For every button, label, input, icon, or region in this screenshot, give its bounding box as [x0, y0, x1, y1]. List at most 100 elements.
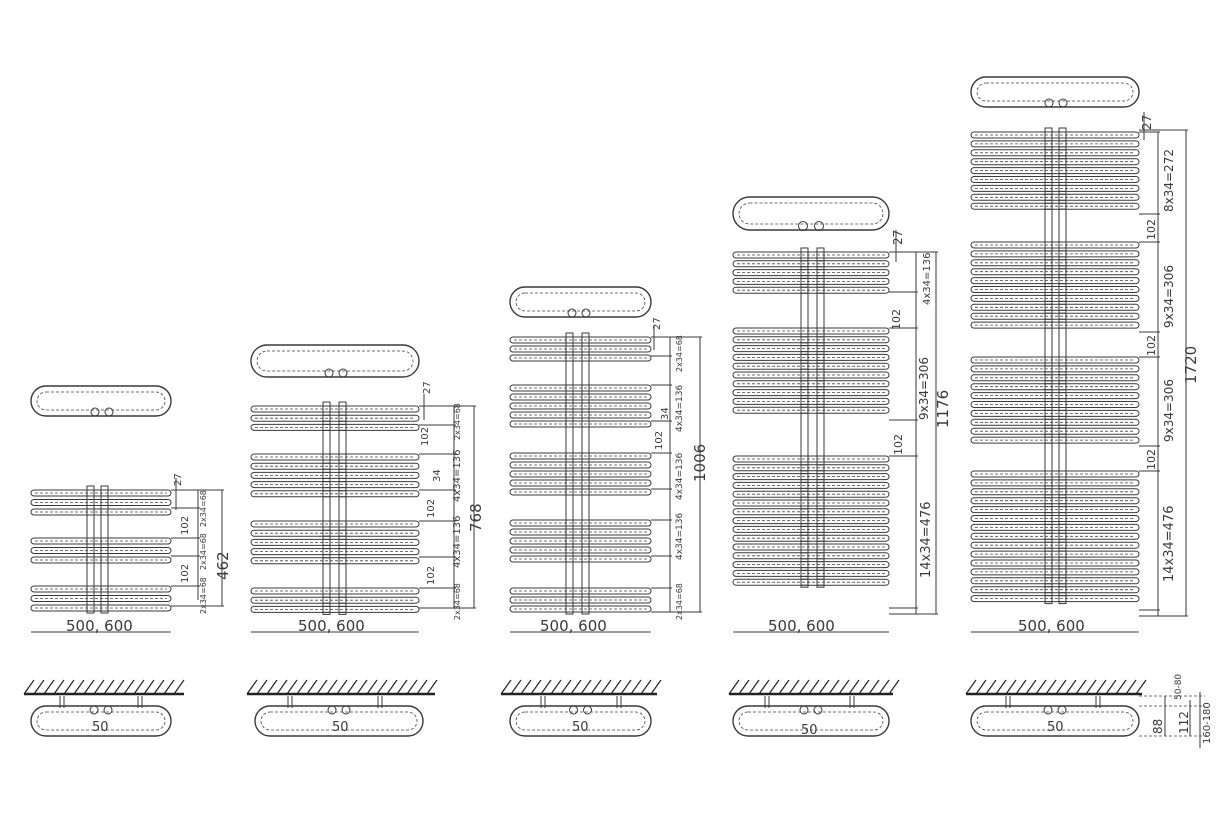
wall-hatch	[868, 679, 880, 695]
wall-hatch	[510, 679, 522, 695]
tube	[970, 559, 1140, 567]
wall-mount-view	[23, 679, 185, 737]
dim-label: 14x34=476	[1162, 506, 1177, 582]
top-view	[509, 286, 652, 318]
wall-hatch	[286, 679, 298, 695]
tube	[970, 131, 1140, 139]
tube	[970, 321, 1140, 329]
wall-hatch	[246, 679, 258, 695]
wall-hatch	[153, 679, 165, 695]
tube	[509, 354, 652, 362]
collector-pipe	[322, 401, 331, 615]
tube	[732, 490, 890, 498]
install-dimensions	[1139, 692, 1205, 748]
tube	[732, 543, 890, 551]
radiator-profile	[509, 705, 652, 737]
radiator-1006: 500, 600 1006 27 2x34=68 4x34=136 34 102…	[509, 286, 709, 635]
wall-hatch	[1045, 679, 1057, 695]
collector-pipe	[338, 401, 347, 615]
tube	[509, 519, 652, 527]
tube	[250, 587, 420, 595]
tube	[732, 561, 890, 569]
wall-hatch	[83, 679, 95, 695]
wall-hatch	[173, 679, 185, 695]
tube	[970, 427, 1140, 435]
wall-hatch	[610, 679, 622, 695]
wall-hatch	[316, 679, 328, 695]
radiator-1176: 500, 600 1176 27 4x34=136 102 9x34=306 1…	[732, 196, 952, 635]
wall-hatch	[590, 679, 602, 695]
height-label: 462	[214, 551, 232, 580]
collector-pipe	[565, 332, 574, 615]
tube	[970, 550, 1140, 558]
dim-label: 102	[180, 516, 191, 535]
dim-label: 2x34=68	[675, 335, 684, 372]
wall-hatch	[580, 679, 592, 695]
dim-label: 9x34=306	[1162, 265, 1176, 328]
wall-hatch	[1005, 679, 1017, 695]
width-label: 500, 600	[540, 617, 607, 635]
tube	[732, 327, 890, 335]
tube	[250, 538, 420, 546]
tube	[509, 470, 652, 478]
collector-pipe	[800, 247, 809, 588]
dim-label: 102	[1145, 219, 1158, 240]
tube	[970, 303, 1140, 311]
tube	[732, 508, 890, 516]
height-label: 1006	[691, 444, 709, 482]
valve-icon	[813, 705, 823, 715]
wall-hatch	[113, 679, 125, 695]
height-label: 1176	[934, 390, 952, 428]
tube	[970, 401, 1140, 408]
tube	[509, 345, 652, 353]
dim-label: 102	[892, 434, 905, 455]
tube	[732, 371, 890, 379]
collector-pipe	[86, 485, 95, 614]
tube	[970, 140, 1140, 148]
tube	[732, 345, 890, 353]
wall-hatch	[336, 679, 348, 695]
dim-label: 2x34=68	[453, 403, 462, 440]
wall-hatch	[975, 679, 987, 695]
tube	[970, 436, 1140, 444]
install-dim-label: 160-180	[1202, 702, 1213, 744]
wall-hatch	[878, 679, 890, 695]
tube	[250, 471, 420, 479]
wall-hatch	[540, 679, 552, 695]
wall-mount-view	[965, 679, 1147, 737]
valve-icon	[581, 308, 591, 318]
tube	[509, 596, 652, 604]
dim-label: 34	[432, 469, 443, 482]
top-view	[250, 344, 420, 378]
wall-hatch	[768, 679, 780, 695]
tube	[509, 384, 652, 392]
tube	[732, 251, 890, 259]
wall-hatch	[620, 679, 632, 695]
wall-hatch	[748, 679, 760, 695]
wall-hatch	[326, 679, 338, 695]
tube	[732, 499, 890, 507]
front-view	[30, 478, 224, 614]
valve-icon	[567, 308, 577, 318]
tube	[509, 587, 652, 595]
wall-hatch	[808, 679, 820, 695]
tube	[250, 596, 420, 604]
tube	[970, 523, 1140, 531]
wall-hatch	[376, 679, 388, 695]
tube	[732, 473, 890, 481]
wall-hatch	[306, 679, 318, 695]
wall-hatch	[560, 679, 572, 695]
tube	[970, 488, 1140, 496]
wall-hatch	[43, 679, 55, 695]
radiator-profile-inner	[515, 711, 646, 731]
wall-hatch	[53, 679, 65, 695]
tube	[970, 277, 1140, 285]
wall-distance-label: 50	[572, 720, 589, 735]
valve-icon	[103, 705, 113, 715]
tube	[732, 397, 890, 405]
radiator-profile-inner	[738, 711, 884, 731]
wall-hatch	[296, 679, 308, 695]
wall-hatch	[266, 679, 278, 695]
dim-label: 9x34=306	[1162, 379, 1176, 442]
tube	[970, 532, 1140, 540]
